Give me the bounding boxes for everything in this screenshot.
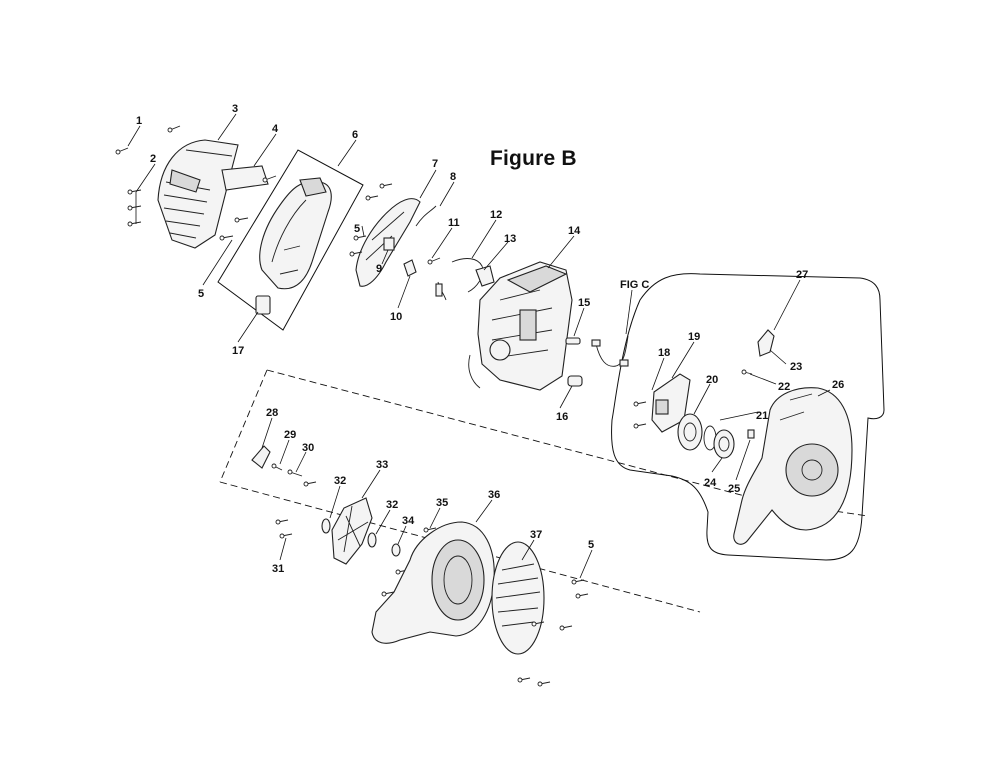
part-20-pulley: [677, 413, 703, 451]
callout-5-a: 5: [198, 288, 204, 300]
part-31-screws: [275, 481, 317, 539]
callout-18: 18: [658, 347, 670, 359]
part-32-washer-a: [321, 518, 331, 534]
callout-37: 37: [530, 529, 542, 541]
part-6-handle-housing: [259, 177, 332, 290]
callout-4: 4: [272, 123, 279, 135]
callout-labels: 1 2 3 4 6 5 17 7 8 5 9 10 11 12 13 14 15…: [136, 103, 844, 575]
part-4-decal: [221, 165, 269, 191]
part-34-nut: [391, 543, 401, 557]
callout-24: 24: [704, 477, 717, 489]
part-19-filter-cover: [651, 373, 691, 433]
callout-32-a: 32: [334, 475, 346, 487]
part-35-screws: [381, 527, 437, 597]
callout-7: 7: [432, 158, 438, 170]
part-29-pin: [271, 463, 283, 471]
callout-16: 16: [556, 411, 568, 423]
part-37-guard: [491, 541, 545, 655]
callout-3: 3: [232, 103, 238, 115]
callout-13: 13: [504, 233, 516, 245]
callout-34: 34: [402, 515, 415, 527]
blower-group-boundary: [219, 369, 869, 613]
fig-c-harness: [591, 335, 629, 367]
callout-11: 11: [448, 217, 460, 229]
part-18-screws: [633, 401, 647, 429]
callout-17: 17: [232, 345, 244, 357]
callout-22: 22: [778, 381, 790, 393]
assembly-boundary-27: [611, 273, 885, 561]
callout-14: 14: [568, 225, 581, 237]
part-25-screw: [747, 429, 755, 439]
part-11-screw: [427, 257, 441, 265]
callout-27: 27: [796, 269, 808, 281]
part-23-grip: [757, 329, 775, 357]
callout-2: 2: [150, 153, 156, 165]
callout-8: 8: [450, 171, 456, 183]
callout-5-c: 5: [588, 539, 594, 551]
leader-lines: [127, 113, 831, 579]
part-15-pin: [565, 337, 581, 345]
part-16-bushing: [567, 375, 583, 387]
part-30-screw: [287, 469, 303, 477]
part-12-wire: [435, 258, 484, 301]
callout-12: 12: [490, 209, 502, 221]
part-28-bracket: [251, 445, 271, 469]
part-1-screw: [115, 147, 129, 155]
callout-29: 29: [284, 429, 296, 441]
callout-35: 35: [436, 497, 448, 509]
callout-1: 1: [136, 115, 142, 127]
part-5-screws-b: [349, 183, 393, 257]
callout-fig-c: FIG C: [620, 279, 649, 291]
part-8-wire: [415, 205, 437, 227]
callout-36: 36: [488, 489, 500, 501]
callout-33: 33: [376, 459, 388, 471]
callout-21: 21: [756, 410, 768, 422]
callout-6: 6: [352, 129, 358, 141]
callout-26: 26: [832, 379, 844, 391]
part-5-screws-c: [517, 579, 589, 687]
part-14-engine: [468, 261, 573, 391]
callout-20: 20: [706, 374, 718, 386]
figure-title: Figure B: [490, 147, 577, 170]
callout-10: 10: [390, 311, 402, 323]
part-33-fan: [331, 497, 373, 565]
part-36-blower-housing: [371, 521, 495, 644]
part-24-spring: [713, 429, 735, 459]
callout-15: 15: [578, 297, 590, 309]
callout-5-b: 5: [354, 223, 360, 235]
callout-28: 28: [266, 407, 278, 419]
callout-19: 19: [688, 331, 700, 343]
part-17-plug: [255, 295, 271, 315]
part-2-screws: [127, 125, 181, 227]
part-13-bracket: [475, 265, 495, 287]
part-5-screws-a: [219, 175, 277, 241]
part-3-front-cover: [157, 139, 239, 249]
callout-25: 25: [728, 483, 740, 495]
callout-9: 9: [376, 263, 382, 275]
callout-23: 23: [790, 361, 802, 373]
part-26-rear-housing: [733, 387, 853, 545]
callout-30: 30: [302, 442, 314, 454]
callout-32-b: 32: [386, 499, 398, 511]
part-9-switch: [383, 237, 395, 251]
part-32-washer-b: [367, 532, 377, 548]
callout-31: 31: [272, 563, 284, 575]
part-10-clip: [403, 259, 417, 277]
part-22-screw: [741, 369, 753, 375]
